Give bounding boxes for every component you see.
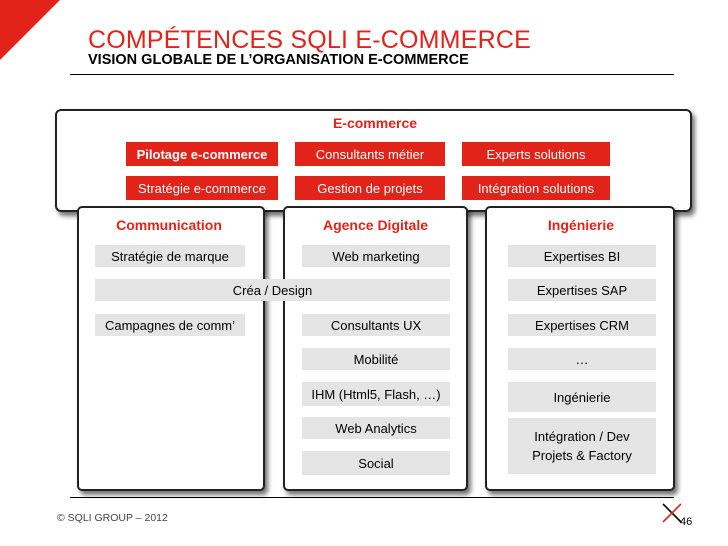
header-divider xyxy=(70,74,674,75)
ingenierie-title: Ingénierie xyxy=(547,217,615,233)
expertises-crm-box: Expertises CRM xyxy=(508,314,656,336)
corner-accent xyxy=(0,0,60,60)
page-title: COMPÉTENCES SQLI E-COMMERCE xyxy=(88,26,531,54)
ingenierie-box: Ingénierie xyxy=(508,382,656,412)
mobilite-box: Mobilité xyxy=(302,348,450,370)
experts-solutions-box: Experts solutions xyxy=(462,142,610,166)
gestion-projets-box: Gestion de projets xyxy=(295,176,445,200)
sqli-logo-icon xyxy=(662,503,682,523)
pilotage-ecommerce-box: Pilotage e-commerce xyxy=(126,142,278,166)
social-box: Social xyxy=(302,451,450,475)
crea-design-box: Créa / Design xyxy=(95,279,450,301)
consultants-ux-box: Consultants UX xyxy=(302,314,450,336)
more-expertises-box: … xyxy=(508,348,656,370)
page-number: 46 xyxy=(680,516,693,528)
campagnes-comm-box: Campagnes de comm’ xyxy=(95,314,245,336)
expertises-sap-box: Expertises SAP xyxy=(508,279,656,301)
strategie-marque-box: Stratégie de marque xyxy=(95,245,245,267)
agence-digitale-title: Agence Digitale xyxy=(322,217,429,233)
page-subtitle: VISION GLOBALE DE L’ORGANISATION E-COMME… xyxy=(88,52,469,68)
ihm-box: IHM (Html5, Flash, …) xyxy=(302,382,450,406)
strategie-ecommerce-box: Stratégie e-commerce xyxy=(126,176,278,200)
footer-copyright: © SQLI GROUP – 2012 xyxy=(57,512,168,524)
communication-title: Communication xyxy=(116,217,222,233)
integration-dev-box: Intégration / Dev Projets & Factory xyxy=(508,418,656,474)
web-analytics-box: Web Analytics xyxy=(302,417,450,439)
integration-solutions-box: Intégration solutions xyxy=(462,176,610,200)
web-marketing-box: Web marketing xyxy=(302,245,450,267)
consultants-metier-box: Consultants métier xyxy=(295,142,445,166)
footer-divider xyxy=(70,497,674,498)
expertises-bi-box: Expertises BI xyxy=(508,245,656,267)
ecommerce-title: E-commerce xyxy=(332,115,418,131)
